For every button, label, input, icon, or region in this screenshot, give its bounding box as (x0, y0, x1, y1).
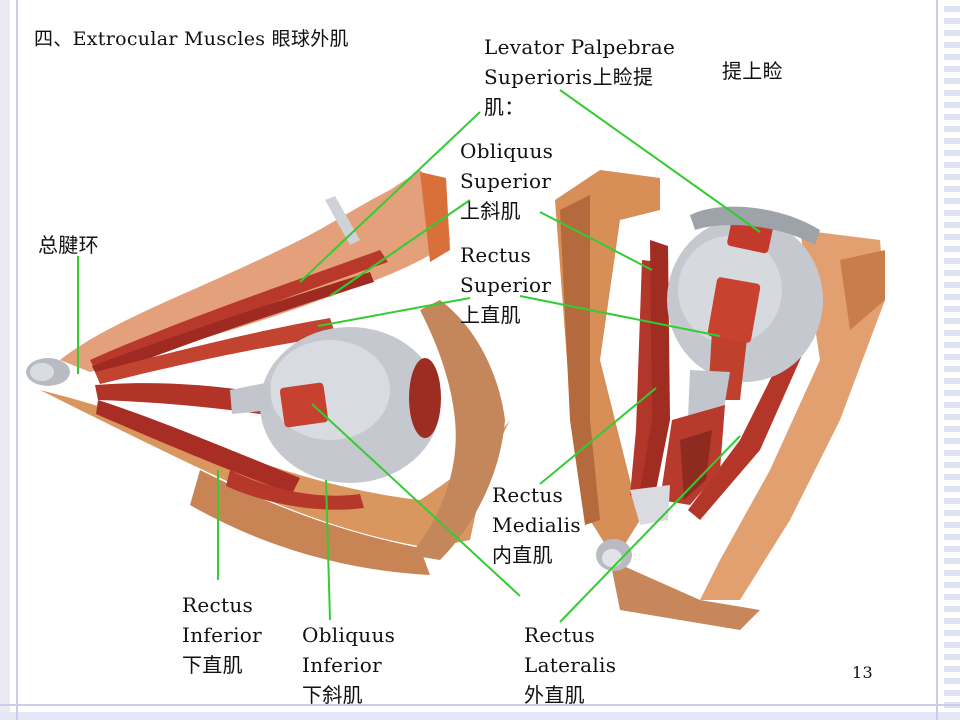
orbit-floor (190, 470, 430, 575)
orbit-floor-right (610, 560, 760, 630)
label-line: 上斜肌 (460, 199, 521, 223)
label-line: 下直肌 (182, 653, 243, 677)
orbit-bone-upper (60, 170, 450, 372)
label-rectus-superior: Rectus Superior 上直肌 (460, 240, 551, 330)
label-line: 上直肌 (460, 303, 521, 327)
inferior-rectus-left (96, 400, 300, 494)
orbit-fat-upper (420, 172, 450, 262)
label-line: 总腱环 (38, 233, 99, 257)
slide-title: 四、Extrocular Muscles 眼球外肌 (34, 28, 349, 50)
label-annular-tendon: 总腱环 (38, 230, 99, 260)
annular-tendon-right (630, 485, 670, 525)
label-line: Inferior (182, 623, 262, 647)
slide-frame-line-bottom (0, 704, 960, 706)
label-line: Superior (460, 273, 552, 297)
label-line: Inferior (302, 653, 382, 677)
superior-oblique-left (92, 272, 374, 378)
label-line: Medialis (492, 513, 581, 537)
lateral-view-illustration (26, 170, 510, 575)
optic-stalk-left (230, 382, 272, 414)
soft-tissue-front (410, 300, 505, 560)
label-line: Rectus (460, 243, 532, 267)
leader-lateral-rectus-left (311, 403, 521, 597)
slide-frame-right (944, 0, 960, 720)
slide-frame-bottom (0, 712, 960, 720)
label-rectus-lateralis: Rectus Lateralis 外直肌 (524, 620, 616, 710)
leader-levator-right (559, 89, 761, 233)
slide-frame-line-right (936, 0, 938, 720)
slide-frame-left (0, 0, 10, 720)
muscle-cone-right-dark (680, 430, 712, 500)
label-line: Rectus (182, 593, 254, 617)
optic-nerve-cut-surface (30, 363, 54, 381)
label-line: Lateralis (524, 653, 617, 677)
cornea-left (409, 358, 441, 438)
page-number: 13 (852, 663, 873, 682)
leader-inferior-oblique (325, 479, 331, 621)
leader-levator-left (299, 111, 481, 283)
leader-superior-rectus-right (519, 295, 721, 337)
leader-superior-oblique-left (329, 199, 471, 297)
label-levator-palpebrae-superioris: Levator Palpebrae Superioris上睑提 肌： (484, 32, 675, 122)
label-levator-chinese: 提上睑 (722, 56, 783, 86)
orbit-wall-lateral-rim (840, 250, 885, 330)
leader-medial-rectus (539, 387, 657, 485)
leader-superior-rectus-left (317, 297, 471, 327)
leader-lateral-rectus-right (559, 435, 741, 623)
label-line: 内直肌 (492, 543, 553, 567)
label-rectus-medialis: Rectus Medialis 内直肌 (492, 480, 581, 570)
label-obliquus-inferior: Obliquus Inferior 下斜肌 (302, 620, 395, 710)
label-rectus-inferior: Rectus Inferior 下直肌 (182, 590, 262, 680)
eyelid-tissue-right (690, 206, 820, 245)
label-line: Obliquus (302, 623, 396, 647)
slide-frame-line-left (16, 0, 18, 720)
label-line: 提上睑 (722, 59, 783, 83)
rectus-lateral-insertion-left (279, 382, 329, 428)
label-line: Superior (460, 169, 552, 193)
label-obliquus-superior: Obliquus Superior 上斜肌 (460, 136, 553, 226)
label-line: 下斜肌 (302, 683, 363, 707)
orbit-wall-lateral (700, 230, 885, 600)
inferior-oblique-left (226, 470, 364, 510)
superior-oblique-right (640, 240, 670, 495)
leader-lines (77, 89, 761, 623)
label-line: Superioris上睑提 (484, 65, 654, 89)
superior-rectus-insertion-right (707, 277, 761, 343)
label-line: Obliquus (460, 139, 554, 163)
label-line: 外直肌 (524, 683, 585, 707)
superior-rectus-left (95, 318, 336, 384)
superior-view-illustration (555, 170, 885, 630)
label-line: 肌： (484, 95, 525, 119)
optic-nerve-cut-surface-right (602, 549, 622, 567)
label-line: Rectus (492, 483, 564, 507)
leader-superior-oblique-right (539, 211, 653, 271)
label-line: Levator Palpebrae (484, 35, 676, 59)
label-line: Rectus (524, 623, 596, 647)
